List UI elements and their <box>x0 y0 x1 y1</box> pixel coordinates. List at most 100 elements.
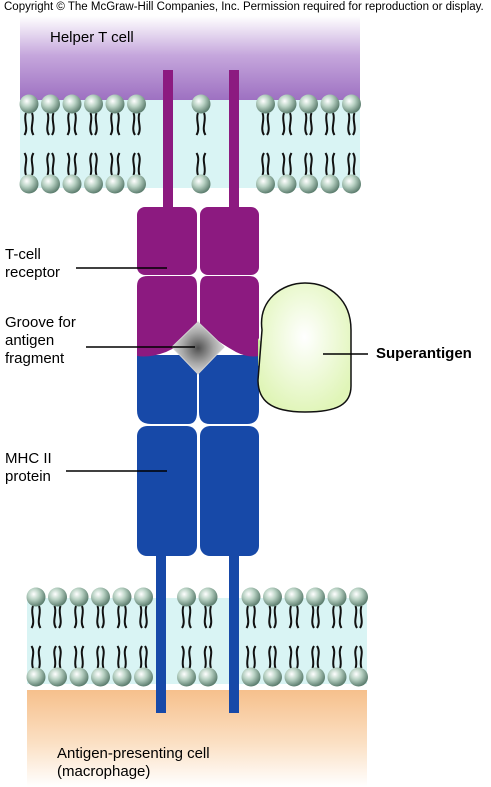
lipid-head <box>41 94 60 114</box>
lipid-head <box>198 667 218 687</box>
lipid-head <box>84 174 103 194</box>
lipid-tail <box>101 605 105 629</box>
lipid-tail <box>94 152 98 176</box>
lipid-tail <box>331 112 336 136</box>
lipid-tail <box>324 112 329 136</box>
lipid-head <box>277 94 297 114</box>
lipid-head <box>26 587 46 607</box>
lipid-tail <box>116 605 121 629</box>
t-cell-receptor-label: T-cell receptor <box>5 246 61 281</box>
lipid-tail <box>53 645 57 669</box>
lipid-tail <box>30 112 35 136</box>
lipid-tail <box>268 605 272 629</box>
lipid-tail <box>288 645 293 669</box>
lipid-tail <box>295 645 300 669</box>
lipid-tail <box>109 152 114 176</box>
lipid-tail <box>30 152 35 176</box>
lipid-tail <box>252 645 257 669</box>
lipid-tail <box>354 605 358 629</box>
lipid-tail <box>331 645 336 669</box>
lipid-head <box>26 667 46 687</box>
lipid-tail <box>80 605 85 629</box>
lipid-tail <box>208 645 213 669</box>
lipid-tail <box>137 152 141 176</box>
lipid-head <box>320 94 340 114</box>
lipid-head <box>84 94 103 114</box>
lipid-tail <box>309 152 313 176</box>
leader-lines <box>66 267 368 472</box>
lipid-tail <box>195 112 200 136</box>
bottom-lipid-heads <box>26 587 368 687</box>
lipid-head <box>69 587 89 607</box>
lipid-tail <box>73 112 78 136</box>
lipid-tail <box>66 152 71 176</box>
lipid-tail <box>80 645 85 669</box>
lipid-head <box>105 94 125 114</box>
lipid-tail <box>266 112 270 136</box>
lipid-head <box>277 174 297 194</box>
lipid-tail <box>316 605 320 629</box>
lipid-tail <box>89 112 93 136</box>
helper-t-cell-region <box>20 16 360 104</box>
lipid-tail <box>261 152 265 176</box>
lipid-tail <box>288 605 293 629</box>
top-lipid-tails <box>23 112 356 176</box>
bottom-lipid-tails <box>30 605 363 669</box>
lipid-tail <box>316 645 320 669</box>
lipid-tail <box>203 645 208 669</box>
lipid-head <box>48 667 67 687</box>
lipid-tail <box>46 152 50 176</box>
lipid-tail <box>23 112 28 136</box>
lipid-tail <box>331 152 336 176</box>
lipid-tail <box>359 645 363 669</box>
lipid-tail <box>195 152 200 176</box>
lipid-head <box>342 174 361 194</box>
lipid-tail <box>203 605 208 629</box>
lipid-tail <box>188 645 192 669</box>
lipid-head <box>134 667 153 687</box>
lipid-tail <box>359 605 363 629</box>
lipid-head <box>299 94 318 114</box>
lipid-tail <box>23 152 28 176</box>
lipid-head <box>241 667 261 687</box>
lipid-head <box>91 587 110 607</box>
lipid-tail <box>273 645 277 669</box>
lipid-head <box>62 174 82 194</box>
lipid-tail <box>73 605 78 629</box>
lipid-tail <box>139 605 143 629</box>
lipid-tail <box>352 152 356 176</box>
lipid-tail <box>304 112 308 136</box>
lipid-tail <box>338 645 343 669</box>
lipid-head <box>349 587 368 607</box>
lipid-tail <box>261 112 265 136</box>
mhc-protein-label: MHC II protein <box>5 450 52 485</box>
lipid-tail <box>266 152 270 176</box>
lipid-tail <box>252 605 257 629</box>
lipid-head <box>263 587 282 607</box>
lipid-tail <box>123 605 128 629</box>
lipid-head <box>284 667 304 687</box>
lipid-head <box>284 587 304 607</box>
lipid-tail <box>338 605 343 629</box>
lipid-tail <box>144 645 148 669</box>
apc-membrane <box>26 587 368 687</box>
lipid-head <box>198 587 218 607</box>
lipid-tail <box>281 112 286 136</box>
lipid-tail <box>96 605 100 629</box>
lipid-tail <box>311 605 315 629</box>
superantigen-label: Superantigen <box>376 345 472 362</box>
lipid-head <box>191 94 211 114</box>
lipid-tail <box>188 605 192 629</box>
lipid-tail <box>101 645 105 669</box>
top-lipid-heads <box>19 94 361 194</box>
superantigen <box>257 282 352 413</box>
lipid-tail <box>268 645 272 669</box>
helper-t-cell-membrane <box>19 94 361 194</box>
lipid-head <box>320 174 340 194</box>
lipid-tail <box>30 605 35 629</box>
lipid-tail <box>116 112 121 136</box>
lipid-tail <box>347 112 351 136</box>
lipid-head <box>48 587 67 607</box>
lipid-head <box>91 667 110 687</box>
